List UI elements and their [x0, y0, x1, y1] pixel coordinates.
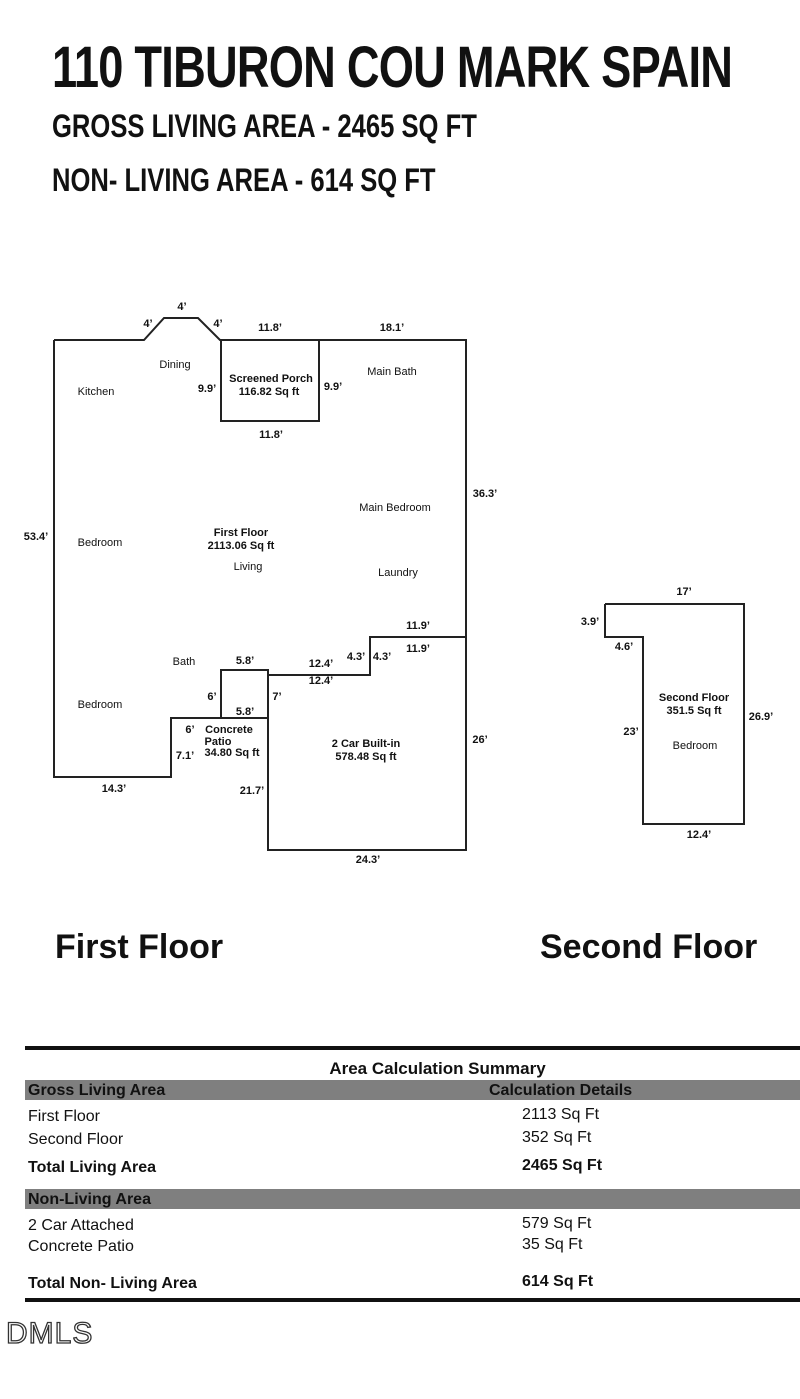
dim-patio-inner: 5.8’ — [236, 706, 254, 718]
dim-porch-top: 11.8’ — [258, 322, 282, 334]
dim-patio-top: 5.8’ — [236, 655, 254, 667]
row-value: 35 Sq Ft — [522, 1236, 583, 1253]
summary-row-patio: Concrete Patio 35 Sq Ft — [25, 1236, 800, 1261]
room-dining: Dining — [159, 359, 190, 371]
dim-garage-bottom: 24.3’ — [356, 854, 380, 866]
dim-step-v-right: 4.3’ — [373, 651, 391, 663]
floor-plan: Kitchen Dining Main Bath Main Bedroom Be… — [24, 301, 773, 866]
dim-top-right: 18.1’ — [380, 322, 404, 334]
gross-living-header-label: Gross Living Area — [28, 1082, 166, 1099]
dim-step-top-outer: 11.9’ — [406, 620, 430, 632]
row-label: 2 Car Attached — [28, 1217, 134, 1234]
room-kitchen: Kitchen — [78, 386, 115, 398]
dim-second-notch: 4.6’ — [615, 641, 633, 653]
row-label: Concrete Patio — [28, 1238, 134, 1255]
dim-bay-top: 4’ — [177, 301, 186, 313]
row-value: 614 Sq Ft — [522, 1273, 594, 1290]
first-floor-area-label: First Floor — [214, 527, 269, 539]
area-summary-table: Area Calculation Summary Gross Living Ar… — [25, 1046, 800, 1302]
summary-row-total-non-living: Total Non- Living Area 614 Sq Ft — [25, 1273, 800, 1296]
non-living-header: Non-Living Area — [25, 1189, 800, 1209]
summary-title: Area Calculation Summary — [329, 1059, 546, 1078]
row-label: Total Non- Living Area — [28, 1275, 197, 1292]
dim-step-mid-inner: 12.4’ — [309, 675, 333, 687]
dim-step-mid-outer: 12.4’ — [309, 658, 333, 670]
row-value: 2465 Sq Ft — [522, 1157, 603, 1174]
summary-bottom-rule — [25, 1298, 800, 1302]
first-floor-outline — [53, 317, 467, 851]
second-floor-area-label: Second Floor — [659, 692, 730, 704]
dim-step-top-inner: 11.9’ — [406, 643, 430, 655]
dim-bottom-left: 14.3’ — [102, 783, 126, 795]
room-living: Living — [234, 561, 263, 573]
row-value: 2113 Sq Ft — [522, 1106, 600, 1123]
room-bedroom-second: Bedroom — [673, 740, 718, 752]
dim-patio-lower: 6’ — [185, 724, 194, 736]
summary-top-rule — [25, 1046, 800, 1050]
summary-row-garage: 2 Car Attached 579 Sq Ft — [25, 1215, 800, 1238]
non-living-heading: NON- LIVING AREA - 614 SQ FT — [52, 162, 436, 198]
garage-area: 578.48 Sq ft — [335, 751, 396, 763]
summary-row-total-living: Total Living Area 2465 Sq Ft — [25, 1157, 800, 1180]
calculation-details-header: Calculation Details — [489, 1082, 633, 1099]
dim-garage-left: 21.7’ — [240, 785, 264, 797]
dim-step-v-left: 4.3’ — [347, 651, 365, 663]
dim-second-left-top: 3.9’ — [581, 616, 599, 628]
row-label: Second Floor — [28, 1131, 124, 1148]
screened-porch-label: Screened Porch — [229, 373, 313, 385]
garage-label: 2 Car Built-in — [332, 738, 401, 750]
dim-porch-bottom: 11.8’ — [259, 429, 283, 441]
concrete-patio-area: 34.80 Sq ft — [204, 747, 259, 759]
dim-porch-right: 9.9’ — [324, 381, 342, 393]
row-value: 579 Sq Ft — [522, 1215, 592, 1232]
summary-row-second-floor: Second Floor 352 Sq Ft — [25, 1129, 800, 1152]
row-label: First Floor — [28, 1108, 100, 1125]
concrete-patio-label-1: Concrete — [205, 724, 253, 736]
gross-living-header: Gross Living Area Calculation Details — [25, 1080, 800, 1100]
dim-second-bottom: 12.4’ — [687, 829, 711, 841]
first-floor-area-value: 2113.06 Sq ft — [208, 540, 275, 552]
dim-garage-right: 26’ — [472, 734, 487, 746]
room-bedroom-1: Bedroom — [78, 537, 123, 549]
dim-bay-left: 4’ — [143, 318, 152, 330]
room-main-bedroom: Main Bedroom — [359, 502, 431, 514]
dim-patio-right: 7’ — [272, 691, 281, 703]
dim-porch-left: 9.9’ — [198, 383, 216, 395]
dim-second-top: 17’ — [676, 586, 691, 598]
dim-right-upper: 36.3’ — [473, 488, 497, 500]
dim-patio-left: 6’ — [207, 691, 216, 703]
room-laundry: Laundry — [378, 567, 418, 579]
dim-bottom-left-v: 7.1’ — [176, 750, 194, 762]
row-label: Total Living Area — [28, 1159, 157, 1176]
room-bedroom-2: Bedroom — [78, 699, 123, 711]
first-floor-caption: First Floor — [55, 928, 224, 966]
concrete-patio-label-2: Patio — [205, 736, 232, 748]
dim-second-left: 23’ — [623, 726, 638, 738]
second-floor-area-value: 351.5 Sq ft — [666, 705, 721, 717]
room-bath: Bath — [173, 656, 196, 668]
row-value: 352 Sq Ft — [522, 1129, 592, 1146]
second-floor-caption: Second Floor — [540, 928, 758, 966]
summary-row-first-floor: First Floor 2113 Sq Ft — [25, 1106, 800, 1129]
room-main-bath: Main Bath — [367, 366, 417, 378]
dmls-logo: DMLS — [5, 1316, 94, 1350]
dim-left: 53.4’ — [24, 531, 48, 543]
second-floor-outline — [604, 603, 745, 825]
property-title: 110 TIBURON COU MARK SPAIN — [52, 35, 733, 100]
gross-living-heading: GROSS LIVING AREA - 2465 SQ FT — [52, 108, 477, 144]
screened-porch-area: 116.82 Sq ft — [239, 386, 300, 398]
dim-bay-right: 4’ — [213, 318, 222, 330]
non-living-header-label: Non-Living Area — [28, 1191, 151, 1208]
dim-second-right: 26.9’ — [749, 711, 773, 723]
